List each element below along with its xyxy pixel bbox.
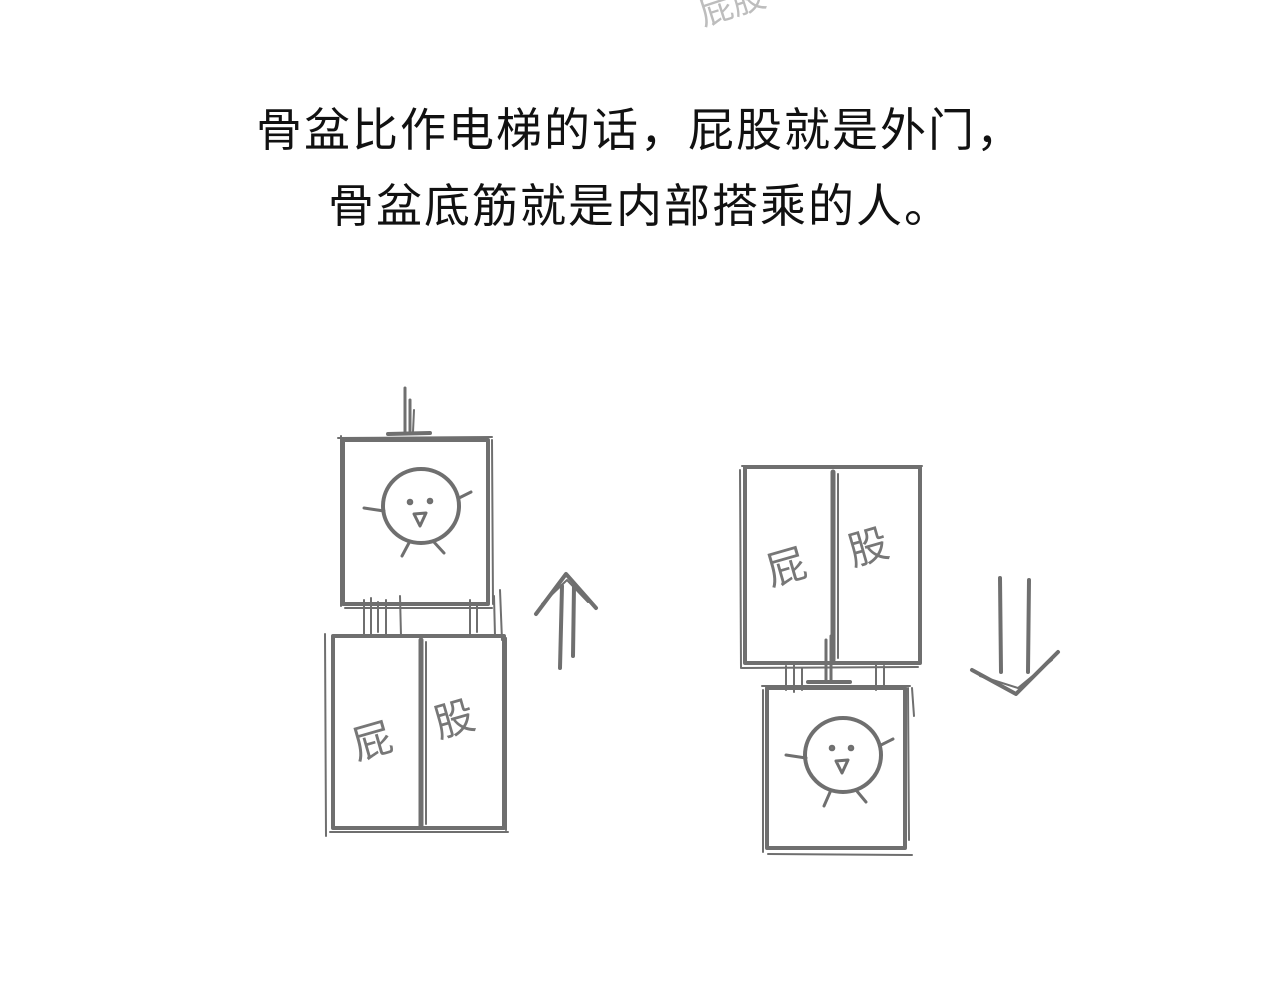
- left-door-right-label: 股: [429, 692, 480, 747]
- right-elevator-car: [761, 685, 913, 856]
- right-elevator-group: 屁 股: [739, 465, 1060, 856]
- left-rider-figure: [362, 467, 473, 558]
- right-rider-figure: [784, 716, 895, 808]
- left-outer-doors: [324, 633, 509, 837]
- caption: 骨盆比作电梯的话，屁股就是外门， 骨盆底筋就是内部搭乘的人。: [0, 92, 1280, 244]
- left-door-left-label: 屁: [347, 714, 398, 769]
- up-arrow: [534, 572, 598, 670]
- left-elevator-car: [337, 435, 494, 609]
- caption-line-2: 骨盆底筋就是内部搭乘的人。: [328, 179, 952, 233]
- right-cable: [806, 634, 852, 684]
- right-door-right-label: 股: [843, 520, 894, 575]
- right-door-left-label: 屁: [761, 540, 812, 595]
- top-fragment-text: 屁股: [694, 0, 771, 35]
- down-arrow: [970, 576, 1060, 696]
- left-guide-rails: [363, 589, 503, 641]
- left-cable: [386, 386, 432, 436]
- caption-line-1: 骨盆比作电梯的话，屁股就是外门，: [256, 103, 1024, 157]
- left-elevator-group: 屁 股: [324, 386, 598, 837]
